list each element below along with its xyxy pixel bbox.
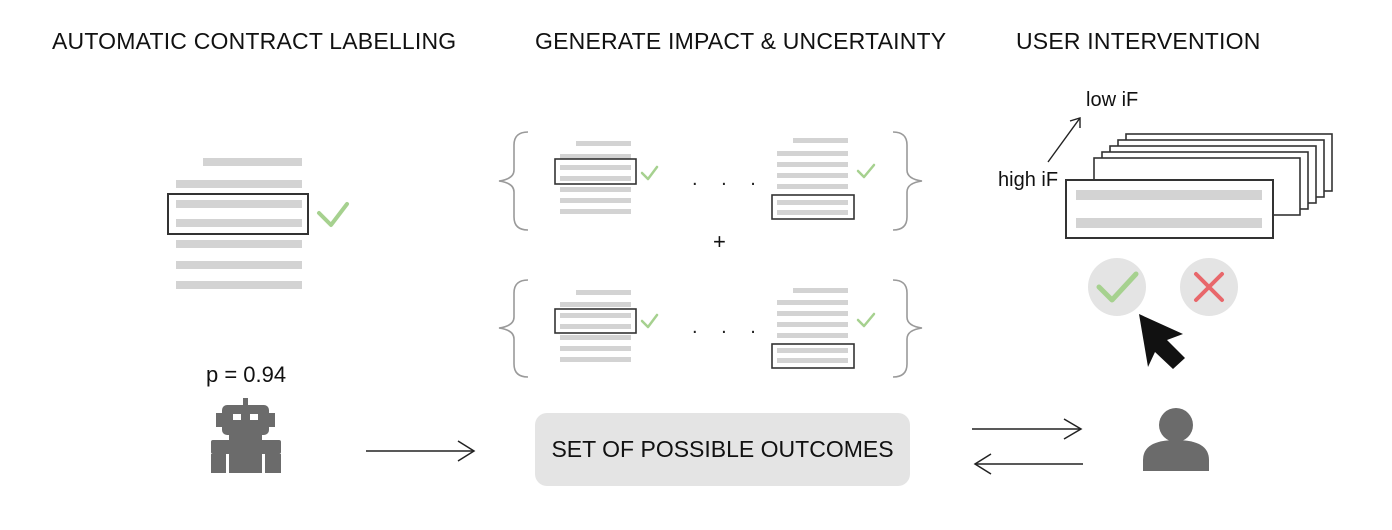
check-icon [856, 312, 876, 328]
probability-label: p = 0.94 [206, 362, 287, 387]
high-if-label: high iF [998, 169, 1059, 191]
check-icon [640, 313, 659, 329]
ellipsis-top: . . . [692, 168, 765, 190]
section-title-generate: GENERATE IMPACT & UNCERTAINTY [535, 28, 947, 54]
low-if-label: low iF [1086, 89, 1139, 111]
check-icon [317, 202, 349, 227]
section-title-intervention: USER INTERVENTION [1016, 28, 1261, 54]
top-clause-card [1065, 179, 1274, 239]
reject-button[interactable] [1180, 258, 1238, 316]
check-icon [640, 165, 659, 181]
check-icon [856, 163, 876, 179]
ranking-arrow [1047, 117, 1081, 163]
accept-button[interactable] [1088, 258, 1146, 316]
ranked-clause-stack [1065, 133, 1333, 239]
section-title-labelling: AUTOMATIC CONTRACT LABELLING [52, 28, 457, 54]
possible-outcomes-box: SET OF POSSIBLE OUTCOMES [535, 413, 910, 486]
user-icon [1143, 408, 1209, 471]
highlighted-clause [167, 193, 309, 235]
outcome-set-top [498, 131, 923, 231]
check-icon [1096, 271, 1139, 303]
cross-icon [1194, 272, 1224, 302]
possible-outcomes-label: SET OF POSSIBLE OUTCOMES [551, 436, 894, 462]
outcome-set-bottom [498, 279, 923, 378]
cursor-icon [1139, 314, 1185, 369]
robot-icon [211, 398, 281, 473]
arrow-from-user [973, 453, 1083, 475]
plus-sign: + [713, 229, 726, 254]
arrow-to-outcomes [366, 440, 476, 462]
contract-document [167, 158, 349, 289]
ellipsis-bottom: . . . [692, 316, 765, 338]
arrow-to-user [972, 418, 1083, 440]
